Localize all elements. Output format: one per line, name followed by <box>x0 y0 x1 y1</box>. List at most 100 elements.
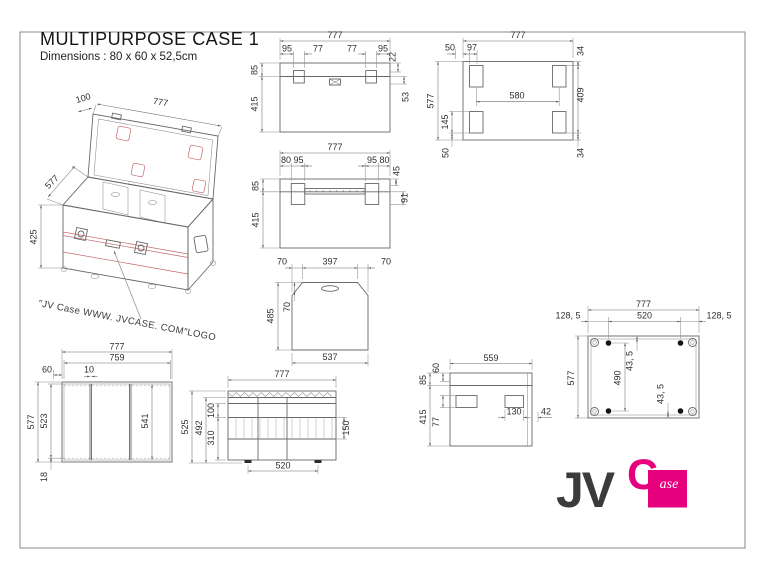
dim-label: 415 <box>250 96 260 111</box>
dim-label: 759 <box>109 353 124 363</box>
dim-label: 91 <box>400 193 410 203</box>
divider-panel-view: 70 397 70 485 70 537 <box>266 257 391 366</box>
side-handle <box>193 234 209 254</box>
logo-jv: JV <box>556 462 616 518</box>
case-rim <box>62 176 214 228</box>
latch <box>365 70 377 84</box>
logo-square <box>648 470 687 508</box>
dim-label: 60 <box>42 365 52 375</box>
dim-label: 100 <box>206 403 216 418</box>
section-outline <box>227 390 337 461</box>
dim-label: 77 <box>347 44 357 54</box>
perspective-view: 100 777 577 425 ″JV Case WWW. JVCASE. CO… <box>29 91 223 343</box>
dim-label: 95 <box>282 44 292 54</box>
dim-label: 485 <box>266 308 276 323</box>
dim-label: 95 <box>367 155 377 165</box>
case-front <box>62 204 189 291</box>
dim-label: 43, 5 <box>656 384 666 404</box>
dim-label: 50 <box>445 43 455 53</box>
stacking-dimples <box>605 340 684 414</box>
dim-label: 577 <box>566 370 576 385</box>
dim-label: 97 <box>467 43 477 53</box>
foot <box>244 460 252 463</box>
ball-corners <box>590 338 697 416</box>
dim-label: 523 <box>39 413 49 428</box>
dim-label: 777 <box>109 342 124 352</box>
dim-label: 520 <box>275 461 290 471</box>
logo-plate <box>105 239 121 249</box>
case-note: ″JV Case WWW. JVCASE. COM″LOGO <box>37 298 217 343</box>
dim-label: 95 <box>378 44 388 54</box>
dim-label: 42 <box>541 407 551 417</box>
dim-label: 45 <box>392 166 402 176</box>
page-subtitle: Dimensions : 80 x 60 x 52,5cm <box>40 51 197 63</box>
lid-open <box>87 113 219 200</box>
dim-label: 70 <box>277 257 287 267</box>
dim-label: 80 <box>379 155 389 165</box>
case-side <box>187 197 214 292</box>
dim-label: 85 <box>250 65 260 75</box>
dim-label: 490 <box>613 370 623 385</box>
dim-label: 537 <box>322 352 337 362</box>
latch <box>293 70 305 84</box>
dim-label: 409 <box>576 87 586 102</box>
interior-outline <box>61 381 173 463</box>
rear-outline <box>279 178 391 249</box>
castor-plate <box>469 111 484 134</box>
interior-top-view: 541 777 759 60 10 577 523 18 <box>26 342 173 482</box>
top-lid-view: 777 520 128, 5 128, 5 577 490 43, 5 43, … <box>555 299 732 419</box>
dim-label: 95 <box>293 155 303 165</box>
dim-label: 70 <box>381 257 391 267</box>
dim-label: 310 <box>206 430 216 445</box>
dim-label: 70 <box>282 302 292 312</box>
dim-label: 577 <box>26 414 36 429</box>
dim-label: 415 <box>418 409 428 424</box>
side-handle <box>504 395 524 408</box>
dim-label: 130 <box>506 407 521 417</box>
lid-foam-pads <box>115 125 207 194</box>
dim-label: 100 <box>75 91 92 105</box>
dim-label: 150 <box>341 420 351 435</box>
dim-label: 777 <box>152 96 169 108</box>
dim-label: 53 <box>401 92 411 102</box>
divider-outline <box>291 282 369 351</box>
logo-ase: ase <box>660 477 679 492</box>
dim-label: 77 <box>313 44 323 54</box>
dim-label: 577 <box>426 93 436 108</box>
dim-label: 520 <box>637 311 652 321</box>
dim-label: 525 <box>180 419 190 434</box>
front-view: 777 95 77 77 95 22 53 85 415 <box>250 30 411 133</box>
bottom-outline <box>462 61 574 141</box>
dim-label: 777 <box>327 30 342 40</box>
dim-label: 559 <box>483 353 498 363</box>
dim-label: 397 <box>322 257 337 267</box>
dim-label: 128, 5 <box>706 311 731 321</box>
interior-dividers <box>102 181 166 224</box>
dim-label: 34 <box>576 148 586 158</box>
dim-label: 777 <box>510 30 525 40</box>
dim-label: 77 <box>431 417 441 427</box>
dim-label: 80 <box>281 155 291 165</box>
lid-latch <box>181 125 192 134</box>
dim-label: 541 <box>140 413 150 428</box>
name-plate <box>329 78 341 86</box>
castor-plate <box>469 65 484 88</box>
note-leader <box>113 250 142 320</box>
side-handle <box>455 395 478 408</box>
foam-slots <box>235 417 333 439</box>
logo-c: C <box>627 451 658 499</box>
foot <box>314 460 322 463</box>
side-outline <box>449 372 533 447</box>
castor-plate <box>552 65 567 88</box>
corners-feet <box>61 260 216 294</box>
dim-label: 145 <box>440 114 450 129</box>
piano-hinge <box>304 188 366 195</box>
jvcase-logo: JV C ase <box>556 451 687 518</box>
foam-scallop <box>227 392 332 397</box>
dim-label: 43, 5 <box>625 351 635 371</box>
lid-outline <box>587 335 700 419</box>
dim-label: 85 <box>251 181 261 191</box>
butterfly-latches <box>73 226 149 256</box>
sheet-border <box>19 31 746 549</box>
